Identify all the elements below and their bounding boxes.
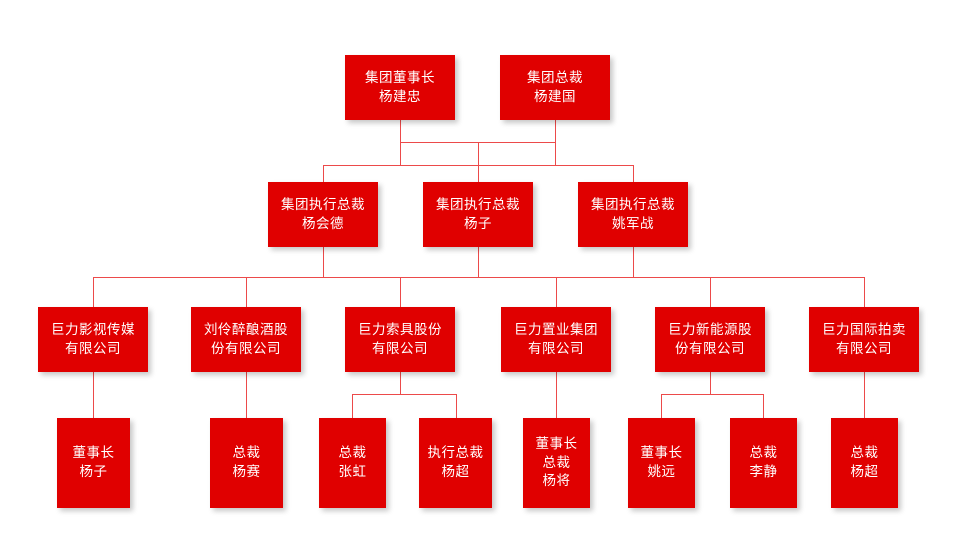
connector-c4-p5 (556, 372, 557, 418)
node-line-title-1: 董事长 (535, 436, 578, 453)
node-line-person: 张虹 (338, 464, 367, 480)
connector-c4-up (556, 277, 557, 307)
node-line-title: 集团董事长 (365, 69, 435, 86)
node-group-chairman[interactable]: 集团董事长 杨建忠 (345, 55, 455, 120)
node-line-title: 董事长 (640, 445, 683, 462)
connector-c3-p4 (456, 394, 457, 418)
node-exec-president-yangsai[interactable]: 总裁 杨赛 (210, 418, 283, 508)
connector-n4-down (478, 247, 479, 278)
connector-c5-bus (661, 394, 764, 395)
node-line-person: 杨建忠 (379, 88, 421, 105)
connector-level3-bus (93, 277, 864, 278)
node-line-company-2: 有限公司 (65, 340, 121, 357)
node-line-title: 集团执行总裁 (591, 196, 675, 213)
node-exec-execpresident-yangchao[interactable]: 执行总裁 杨超 (419, 418, 492, 508)
node-line-title: 总裁 (232, 445, 261, 462)
node-line-company-1: 巨力新能源股 (668, 321, 752, 338)
connector-c3-bus (352, 394, 457, 395)
node-exec-president-yaojunzhan[interactable]: 集团执行总裁 姚军战 (578, 182, 688, 247)
node-line-title-2: 总裁 (542, 454, 571, 471)
connector-c6-p8 (864, 372, 865, 418)
connector-n3-down (323, 247, 324, 278)
node-line-title: 集团总裁 (527, 69, 583, 86)
node-line-company-2: 有限公司 (836, 340, 892, 357)
node-line-company-1: 巨力影视传媒 (51, 321, 135, 338)
connector-c2-up (246, 277, 247, 307)
node-line-company-1: 巨力国际拍卖 (822, 321, 906, 338)
node-line-person: 杨子 (79, 464, 108, 480)
node-company-rigging[interactable]: 巨力索具股份 有限公司 (345, 307, 455, 372)
node-company-newenergy[interactable]: 巨力新能源股 份有限公司 (655, 307, 765, 372)
node-line-title: 董事长 (72, 445, 115, 462)
connector-c3-down (400, 372, 401, 395)
connector-c5-up (710, 277, 711, 307)
connector-c3-p3 (352, 394, 353, 418)
node-line-title: 执行总裁 (427, 445, 484, 462)
connector-c3-up (400, 277, 401, 307)
node-line-title: 总裁 (749, 445, 778, 462)
node-line-person: 杨子 (464, 215, 492, 232)
node-line-person: 杨超 (441, 464, 470, 480)
connector-n5-up (633, 165, 634, 189)
node-company-auction[interactable]: 巨力国际拍卖 有限公司 (809, 307, 919, 372)
node-exec-chairman-president-yangjiang[interactable]: 董事长 总裁 杨将 (523, 418, 590, 508)
node-exec-chairman-yangzi[interactable]: 董事长 杨子 (57, 418, 130, 508)
node-line-person: 杨建国 (534, 88, 576, 105)
connector-c5-down (710, 372, 711, 395)
connector-c1-p1 (93, 372, 94, 418)
node-line-company-2: 份有限公司 (675, 340, 745, 357)
node-company-liulingzui[interactable]: 刘伶醉酿酒股 份有限公司 (191, 307, 301, 372)
node-line-title: 总裁 (338, 445, 367, 462)
connector-c1-up (93, 277, 94, 307)
node-line-person: 姚军战 (612, 215, 654, 232)
node-exec-president-yanghuide[interactable]: 集团执行总裁 杨会德 (268, 182, 378, 247)
node-line-person: 杨会德 (302, 215, 344, 232)
connector-c5-p7 (763, 394, 764, 418)
node-exec-president-lijing[interactable]: 总裁 李静 (730, 418, 797, 508)
node-line-title: 集团执行总裁 (436, 196, 520, 213)
node-line-company-1: 巨力索具股份 (358, 321, 442, 338)
connector-c5-p6 (661, 394, 662, 418)
node-company-film-media[interactable]: 巨力影视传媒 有限公司 (38, 307, 148, 372)
node-line-company-2: 有限公司 (528, 340, 584, 357)
connector-n4-up (478, 165, 479, 189)
node-exec-president-yangzi[interactable]: 集团执行总裁 杨子 (423, 182, 533, 247)
node-line-person: 杨赛 (232, 464, 261, 480)
connector-n3-up (323, 165, 324, 189)
node-exec-president-zhanghong[interactable]: 总裁 张虹 (319, 418, 386, 508)
node-exec-president-yangchao[interactable]: 总裁 杨超 (831, 418, 898, 508)
node-line-person: 李静 (749, 464, 778, 480)
connector-c6-up (864, 277, 865, 307)
node-line-company-2: 份有限公司 (211, 340, 281, 357)
node-line-person: 杨超 (850, 464, 879, 480)
node-company-realestate[interactable]: 巨力置业集团 有限公司 (501, 307, 611, 372)
node-line-company-1: 刘伶醉酿酒股 (204, 321, 288, 338)
node-line-company-1: 巨力置业集团 (514, 321, 598, 338)
connector-c2-p2 (246, 372, 247, 418)
node-line-title: 总裁 (850, 445, 879, 462)
connector-n5-down (633, 247, 634, 278)
node-line-title: 集团执行总裁 (281, 196, 365, 213)
node-line-person: 杨将 (542, 473, 571, 490)
node-exec-chairman-yaoyuan[interactable]: 董事长 姚远 (628, 418, 695, 508)
node-line-company-2: 有限公司 (372, 340, 428, 357)
node-group-president[interactable]: 集团总裁 杨建国 (500, 55, 610, 120)
node-line-person: 姚远 (647, 464, 676, 480)
